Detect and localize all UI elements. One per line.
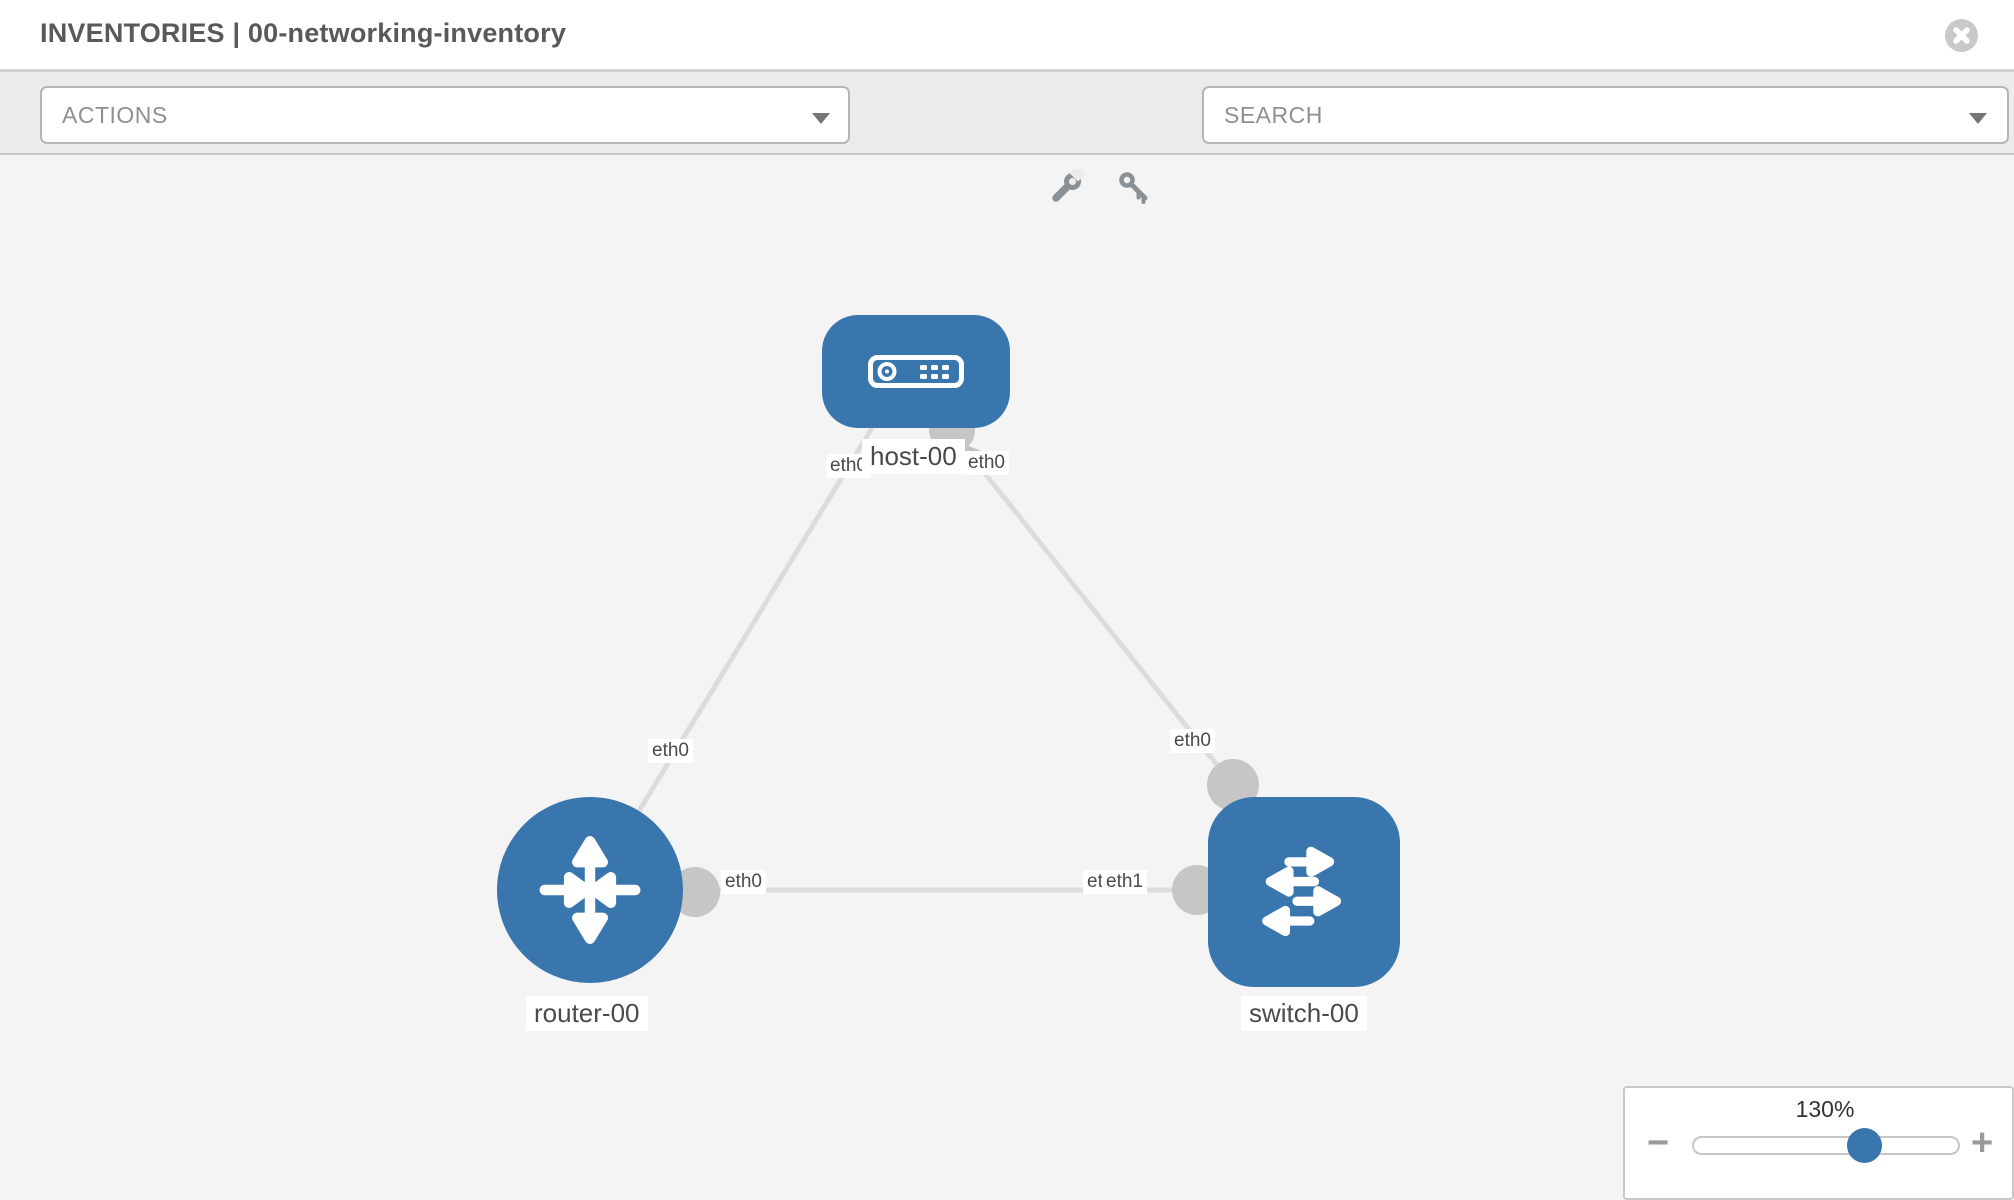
search-dropdown-label: SEARCH (1224, 102, 1323, 128)
node-label-host-00: host-00 (862, 439, 965, 474)
header-bar: INVENTORIES | 00-networking-inventory (0, 0, 2014, 72)
page-title: INVENTORIES | 00-networking-inventory (40, 18, 567, 48)
chevron-down-icon (1969, 113, 1987, 124)
interface-label: eth0 (721, 870, 766, 894)
actions-dropdown-label: ACTIONS (62, 102, 168, 128)
node-router-00[interactable] (497, 797, 683, 983)
zoom-slider-track[interactable] (1692, 1136, 1960, 1155)
zoom-slider-handle[interactable] (1847, 1128, 1882, 1163)
node-switch-00[interactable] (1208, 797, 1400, 987)
topology-links-layer (636, 407, 1259, 917)
wrench-icon[interactable] (1048, 164, 1087, 205)
search-dropdown[interactable]: SEARCH (1202, 86, 2009, 144)
zoom-level-value: 130% (1795, 1096, 1855, 1122)
interface-label: eth0 (1170, 729, 1215, 753)
actions-dropdown[interactable]: ACTIONS (40, 86, 850, 144)
zoom-out-button[interactable]: − (1647, 1122, 1670, 1164)
interface-label: eth0 (648, 739, 693, 763)
node-label-switch-00: switch-00 (1241, 996, 1367, 1031)
toolbar: ACTIONS SEARCH (0, 72, 2014, 204)
close-button[interactable] (1945, 19, 1978, 52)
interface-label: eth0 (964, 451, 1009, 475)
node-host-00[interactable] (822, 315, 1010, 428)
link-host-switch[interactable] (950, 430, 1235, 787)
key-icon[interactable] (1116, 169, 1152, 205)
zoom-widget: 130% − + (1623, 1086, 2014, 1200)
node-label-router-00: router-00 (526, 996, 648, 1031)
zoom-in-button[interactable]: + (1971, 1122, 1994, 1164)
topology-canvas[interactable]: eth0 eth0 eth0 eth0 eth0 eth0 eth1 host-… (0, 155, 2014, 1200)
interface-label: eth1 (1102, 870, 1147, 894)
chevron-down-icon (812, 113, 830, 124)
